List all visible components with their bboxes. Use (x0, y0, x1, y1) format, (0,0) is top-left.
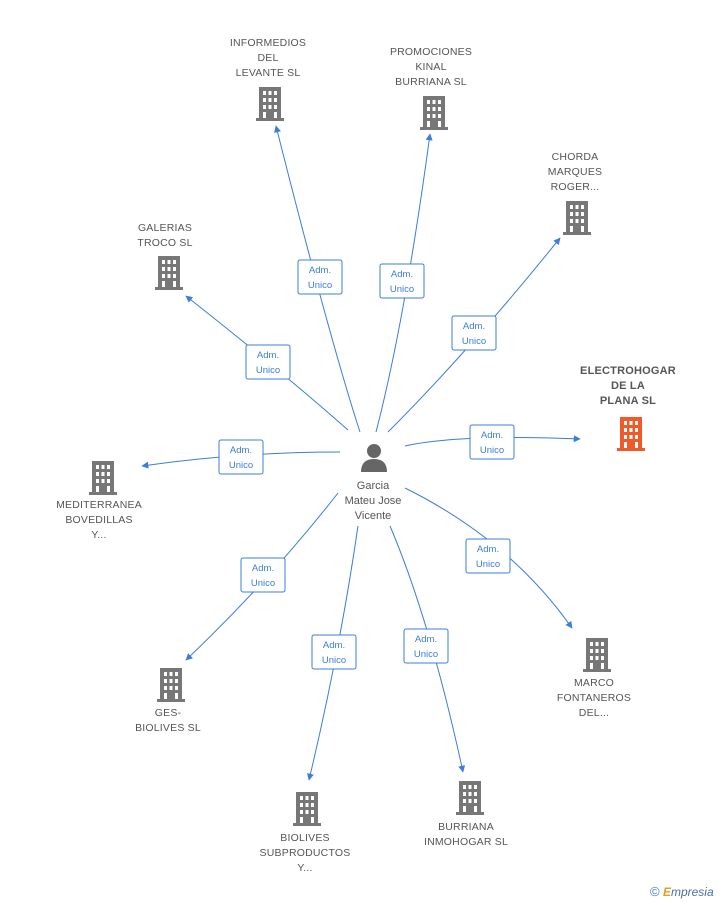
company-name-line: MEDITERRANEA (56, 499, 142, 511)
role-badge-burriana[interactable]: Adm. Unico (403, 628, 449, 664)
company-node-burriana[interactable]: BURRIANA INMOHOGAR SL (424, 781, 508, 848)
company-name-line: CHORDA (552, 151, 599, 163)
company-node-promociones[interactable]: PROMOCIONES KINAL BURRIANA SL (390, 46, 472, 130)
company-name-line: MARQUES (548, 166, 603, 178)
building-icon (89, 461, 117, 495)
role-badge-chorda[interactable]: Adm. Unico (451, 315, 497, 351)
company-name-line: BOVEDILLAS (65, 514, 132, 526)
company-node-informedios[interactable]: INFORMEDIOS DEL LEVANTE SL (230, 37, 306, 121)
copyright-symbol: © (650, 884, 660, 899)
company-name-line: BIOLIVES (280, 832, 329, 844)
brand-logo-rest: mpresia (670, 885, 714, 899)
role-label: Unico (251, 578, 275, 589)
company-name-line: Y... (91, 529, 106, 541)
company-name-line: PROMOCIONES (390, 46, 472, 58)
brand-logo-initial: E (662, 885, 671, 899)
company-name-line: DE LA (611, 380, 645, 392)
role-label: Unico (390, 284, 414, 295)
company-name-line: MARCO (574, 677, 614, 689)
company-name-line: SUBPRODUCTOS (260, 847, 351, 859)
role-label: Adm. (415, 634, 437, 645)
building-icon (256, 87, 284, 121)
role-label: Unico (480, 445, 504, 456)
building-icon (617, 417, 645, 451)
company-name-line: INMOHOGAR SL (424, 836, 508, 848)
company-name-line: DEL... (579, 707, 609, 719)
role-badge-galerias[interactable]: Adm. Unico (245, 344, 291, 380)
company-node-biolives[interactable]: BIOLIVES SUBPRODUCTOS Y... (260, 792, 351, 874)
role-badge-mediterranea[interactable]: Adm. Unico (218, 439, 264, 475)
role-badge-marco[interactable]: Adm. Unico (465, 538, 511, 574)
company-node-chorda[interactable]: CHORDA MARQUES ROGER... (548, 151, 603, 235)
role-label: Adm. (309, 265, 331, 276)
role-label: Unico (256, 365, 280, 376)
building-icon (157, 668, 185, 702)
edge-line-informedios (274, 125, 361, 433)
role-label: Adm. (463, 321, 485, 332)
person-icon (361, 444, 387, 472)
company-node-marco[interactable]: MARCO FONTANEROS DEL... (557, 638, 631, 719)
role-label: Unico (322, 655, 346, 666)
role-badge-informedios[interactable]: Adm. Unico (297, 259, 343, 295)
role-label: Unico (462, 336, 486, 347)
company-name-line: PLANA SL (600, 395, 656, 407)
role-label: Adm. (323, 640, 345, 651)
edges-layer: Adm.UnicoAdm.UnicoAdm.UnicoAdm.UnicoAdm.… (141, 125, 581, 781)
role-badge-gesbiolives[interactable]: Adm. Unico (240, 557, 286, 593)
building-icon (456, 781, 484, 815)
role-label: Adm. (481, 430, 503, 441)
role-badge-promociones[interactable]: Adm. Unico (379, 263, 425, 299)
empresia-brand[interactable]: © Empresia (650, 884, 714, 899)
company-node-galerias[interactable]: GALERIAS TROCO SL (137, 222, 192, 290)
company-name-line: ROGER... (551, 181, 600, 193)
building-icon (563, 201, 591, 235)
building-icon (420, 96, 448, 130)
company-name-line: GALERIAS (138, 222, 192, 234)
company-name-line: INFORMEDIOS (230, 37, 306, 49)
edge-line-promociones (375, 133, 433, 433)
company-node-mediterranea[interactable]: MEDITERRANEA BOVEDILLAS Y... (56, 461, 142, 541)
center-person-node[interactable]: Garcia Mateu Jose Vicente (345, 444, 402, 522)
company-node-gesbiolives[interactable]: GES- BIOLIVES SL (135, 668, 201, 734)
person-name-line-2: Mateu Jose (345, 495, 402, 507)
role-label: Adm. (230, 445, 252, 456)
company-name-line: DEL (257, 52, 278, 64)
company-name-line: TROCO SL (137, 237, 192, 249)
role-label: Unico (308, 280, 332, 291)
company-name-line: KINAL (415, 61, 446, 73)
company-name-line: GES- (155, 707, 182, 719)
building-icon (293, 792, 321, 826)
role-badge-electrohogar[interactable]: Adm. Unico (469, 424, 515, 460)
person-name-line-3: Vicente (355, 510, 392, 522)
role-label: Unico (229, 460, 253, 471)
company-name-line: Y... (297, 862, 312, 874)
role-label: Unico (414, 649, 438, 660)
role-label: Unico (476, 559, 500, 570)
company-name-line: FONTANEROS (557, 692, 631, 704)
role-badge-biolives[interactable]: Adm. Unico (311, 634, 357, 670)
role-label: Adm. (391, 269, 413, 280)
role-label: Adm. (257, 350, 279, 361)
company-node-electrohogar[interactable]: ELECTROHOGAR DE LA PLANA SL (580, 365, 676, 451)
company-name-line: BIOLIVES SL (135, 722, 201, 734)
nodes-layer: INFORMEDIOS DEL LEVANTE SL PROMOCIONES KINAL… (56, 37, 676, 874)
company-name-line: BURRIANA (438, 821, 494, 833)
building-icon (583, 638, 611, 672)
role-label: Adm. (252, 563, 274, 574)
company-name-line: LEVANTE SL (236, 67, 301, 79)
company-name-line: BURRIANA SL (395, 76, 467, 88)
company-name-line: ELECTROHOGAR (580, 365, 676, 377)
building-icon (155, 256, 183, 290)
person-name-line-1: Garcia (357, 480, 390, 492)
role-label: Adm. (477, 544, 499, 555)
